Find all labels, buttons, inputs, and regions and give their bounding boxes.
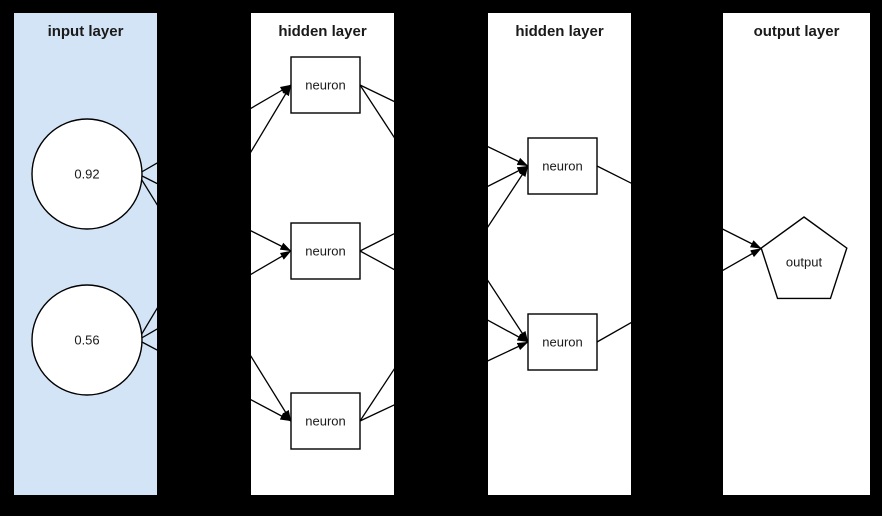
node-label-input-0: 0.92 [74,167,99,182]
edge-input-0-to-hidden-1-2 [250,353,292,422]
nodes-group-input: 0.92 0.56 [31,118,143,396]
edge-hidden-1-2-to-hidden-2-0 [487,165,529,230]
edge-hidden-2-0-to-output-0 [596,165,632,185]
node-label-hidden-1-2: neuron [305,414,345,429]
edge-hidden-2-1-to-output-0 [596,321,632,343]
edge-hidden-1-2-to-hidden-2-1 [487,341,529,362]
edge-input-1-to-hidden-1-1 [250,250,292,276]
edge-hidden-1-2-to-hidden-2-1 [359,403,395,422]
node-output-0[interactable] [760,216,848,300]
layer-title-input: input layer [48,23,124,40]
layer-title-hidden-1: hidden layer [278,23,367,40]
edge-hidden-1-1-to-hidden-2-0 [487,165,529,188]
edge-hidden-2-0-to-output-0 [722,228,762,250]
layer-panel-input [13,12,158,496]
edge-hidden-1-0-to-hidden-2-1 [359,84,395,140]
node-hidden-1-2[interactable] [290,392,361,450]
node-input-1[interactable] [31,284,143,396]
edge-hidden-2-1-to-output-0 [722,247,762,272]
node-label-output-0: output [786,255,823,270]
edges-group-hidden-1 [250,84,395,422]
nodes-group-hidden-1: neuron neuron neuron [290,56,361,450]
edge-input-1-to-hidden-1-2 [250,398,292,422]
node-label-hidden-2-1: neuron [542,335,582,350]
node-hidden-2-0[interactable] [527,137,598,195]
layer-title-hidden-2: hidden layer [515,23,604,40]
layer-title-output: output layer [754,23,840,40]
node-label-hidden-1-0: neuron [305,78,345,93]
edge-hidden-1-0-to-hidden-2-1 [487,278,529,343]
node-label-hidden-2-0: neuron [542,159,582,174]
nodes-group-output: output [760,216,848,300]
node-label-input-1: 0.56 [74,333,99,348]
node-hidden-2-1[interactable] [527,313,598,371]
node-label-hidden-1-1: neuron [305,244,345,259]
edges-group-output [722,228,762,272]
node-hidden-1-0[interactable] [290,56,361,114]
edge-hidden-1-1-to-hidden-2-1 [359,250,395,271]
edges-group-hidden-2 [487,145,632,362]
edge-hidden-1-2-to-hidden-2-0 [359,366,395,422]
edge-hidden-1-1-to-hidden-2-0 [359,232,395,252]
nodes-group-hidden-2: neuron neuron [527,137,598,371]
edge-input-0-to-hidden-1-1 [250,229,292,252]
node-hidden-1-1[interactable] [290,222,361,280]
node-input-0[interactable] [31,118,143,230]
edge-hidden-1-0-to-hidden-2-0 [359,84,395,103]
edge-hidden-1-1-to-hidden-2-1 [487,319,529,343]
edge-input-1-to-hidden-1-0 [250,84,292,155]
edge-input-0-to-hidden-1-0 [250,84,292,110]
edge-hidden-1-0-to-hidden-2-0 [487,145,529,167]
layer-panel-hidden-2 [487,12,632,496]
